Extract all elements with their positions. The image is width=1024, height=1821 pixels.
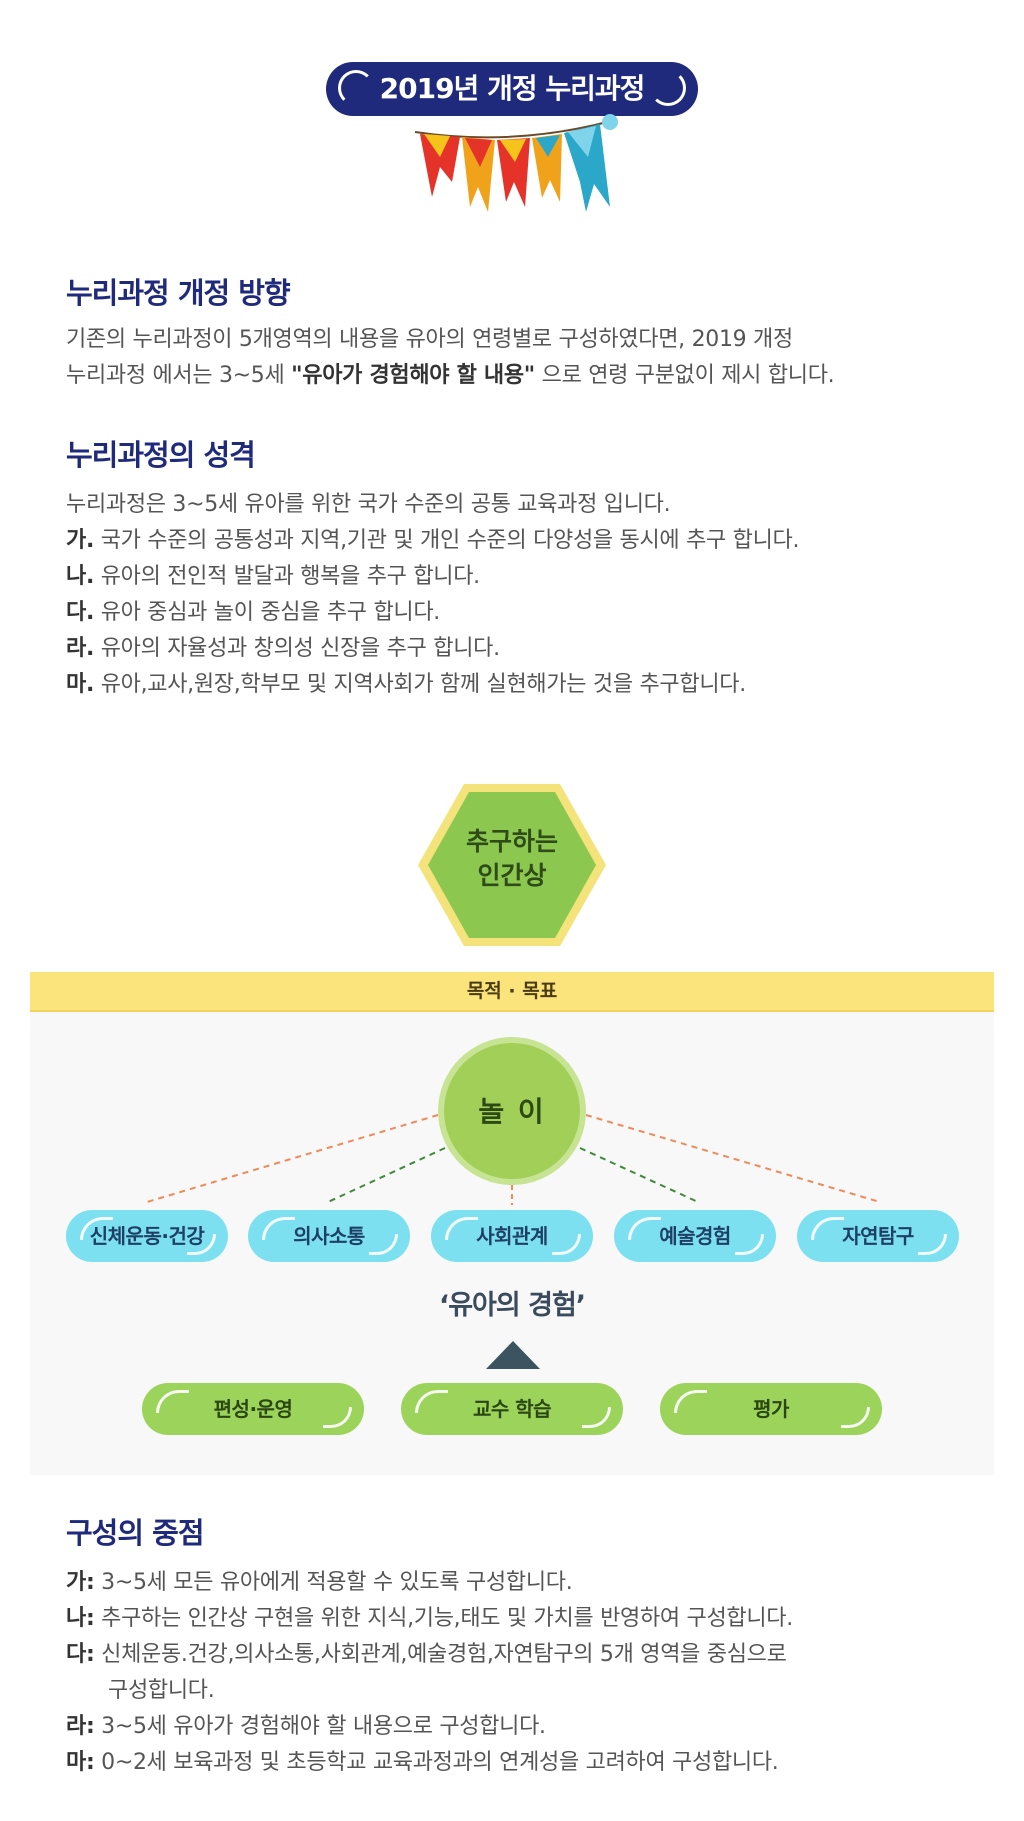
direction-paragraph: 기존의 누리과정이 5개영역의 내용을 유아의 연령별로 구성하였다면, 201… [66, 322, 1006, 394]
list-text: 추구하는 인간상 구현을 위한 지식,기능,태도 및 가치를 반영하여 구성합니… [94, 1606, 793, 1631]
section-title-character: 누리과정의 성격 [66, 438, 256, 472]
up-triangle-icon [486, 1341, 540, 1369]
list-text: 신체운동.건강,의사소통,사회관계,예술경험,자연탐구의 5개 영역을 중심으로 [94, 1642, 787, 1667]
badge-arc-left-icon [338, 70, 374, 106]
list-text: 유아,교사,원장,학부모 및 지역사회가 함께 실현해가는 것을 추구합니다. [94, 672, 747, 697]
list-marker: 마: [66, 1750, 95, 1775]
garland-decoration-icon [414, 114, 618, 212]
list-item: 라. 유아의 자율성과 창의성 신장을 추구 합니다. [66, 631, 500, 667]
list-item: 다. 유아 중심과 놀이 중심을 추구 합니다. [66, 595, 440, 631]
list-marker: 나: [66, 1606, 95, 1631]
list-text: 국가 수준의 공통성과 지역,기관 및 개인 수준의 다양성을 동시에 추구 합… [94, 528, 800, 553]
list-marker: 라. [66, 636, 94, 661]
list-text: 유아의 전인적 발달과 행복을 추구 합니다. [94, 564, 480, 589]
title-badge: 2019년 개정 누리과정 [326, 62, 698, 116]
hexagon-label-line-1: 추구하는 [465, 827, 558, 856]
list-text: 0~2세 보육과정 및 초등학교 교육과정과의 연계성을 고려하여 구성합니다. [94, 1750, 779, 1775]
domain-pill: 사회관계 [431, 1210, 593, 1262]
domain-pill: 의사소통 [248, 1210, 410, 1262]
experience-label: ‘유아의 경험’ [438, 1290, 586, 1321]
list-marker: 라: [66, 1714, 95, 1739]
operation-pill: 평가 [660, 1383, 882, 1435]
operation-pill: 편성·운영 [142, 1383, 364, 1435]
hexagon-label: 추구하는 인간상 [416, 825, 608, 893]
badge-title: 2019년 개정 누리과정 [379, 72, 646, 105]
list-item: 가. 국가 수준의 공통성과 지역,기관 및 개인 수준의 다양성을 동시에 추… [66, 523, 799, 559]
badge-arc-right-icon [650, 70, 686, 106]
list-item: 가: 3~5세 모든 유아에게 적용할 수 있도록 구성합니다. [66, 1565, 573, 1601]
domain-label: 예술경험 [659, 1224, 731, 1248]
direction-emphasis: "유아가 경험해야 할 내용" [291, 363, 535, 388]
list-item: 마: 0~2세 보육과정 및 초등학교 교육과정과의 연계성을 고려하여 구성합… [66, 1745, 779, 1781]
list-marker: 가: [66, 1570, 95, 1595]
character-intro: 누리과정은 3~5세 유아를 위한 국가 수준의 공통 교육과정 입니다. [66, 492, 671, 517]
list-marker: 다. [66, 600, 94, 625]
direction-line-2: 누리과정 에서는 3~5세 "유아가 경험해야 할 내용" 으로 연령 구분없이… [66, 358, 1006, 394]
list-text: 3~5세 모든 유아에게 적용할 수 있도록 구성합니다. [94, 1570, 573, 1595]
direction-line-2-pre: 누리과정 에서는 3~5세 [66, 363, 292, 388]
operation-pill: 교수 학습 [401, 1383, 623, 1435]
goal-bar: 목적 · 목표 [30, 972, 994, 1012]
domain-label: 자연탐구 [842, 1224, 914, 1248]
list-marker: 마. [66, 672, 94, 697]
operation-label: 편성·운영 [213, 1397, 293, 1421]
list-item: 마. 유아,교사,원장,학부모 및 지역사회가 함께 실현해가는 것을 추구합니… [66, 667, 746, 703]
operation-label: 평가 [753, 1397, 789, 1421]
domain-pill: 자연탐구 [797, 1210, 959, 1262]
list-text: 유아 중심과 놀이 중심을 추구 합니다. [94, 600, 441, 625]
operation-label: 교수 학습 [472, 1397, 552, 1421]
list-item: 다: 신체운동.건강,의사소통,사회관계,예술경험,자연탐구의 5개 영역을 중… [66, 1637, 787, 1673]
domain-label: 의사소통 [293, 1224, 365, 1248]
direction-line-2-post: 으로 연령 구분없이 제시 합니다. [534, 363, 835, 388]
list-text: 3~5세 유아가 경험해야 할 내용으로 구성합니다. [94, 1714, 546, 1739]
domain-pill: 예술경험 [614, 1210, 776, 1262]
list-marker: 가. [66, 528, 94, 553]
hexagon-label-line-2: 인간상 [477, 861, 547, 890]
list-item: 라: 3~5세 유아가 경험해야 할 내용으로 구성합니다. [66, 1709, 546, 1745]
direction-line-1: 기존의 누리과정이 5개영역의 내용을 유아의 연령별로 구성하였다면, 201… [66, 327, 793, 352]
list-item-continuation: 구성합니다. [108, 1673, 215, 1709]
domain-label: 사회관계 [476, 1224, 548, 1248]
list-marker: 나. [66, 564, 94, 589]
section-title-focus: 구성의 중점 [66, 1516, 204, 1550]
play-circle [444, 1043, 580, 1179]
list-text: 유아의 자율성과 창의성 신장을 추구 합니다. [94, 636, 500, 661]
domain-pill: 신체운동·건강 [66, 1210, 228, 1262]
list-marker: 다: [66, 1642, 95, 1667]
human-ideal-hexagon [418, 784, 606, 946]
list-item: 나. 유아의 전인적 발달과 행복을 추구 합니다. [66, 559, 480, 595]
list-text: 구성합니다. [108, 1678, 215, 1703]
section-title-direction: 누리과정 개정 방향 [66, 276, 291, 310]
list-item: 나: 추구하는 인간상 구현을 위한 지식,기능,태도 및 가치를 반영하여 구… [66, 1601, 793, 1637]
play-label: 놀 이 [478, 1095, 546, 1128]
